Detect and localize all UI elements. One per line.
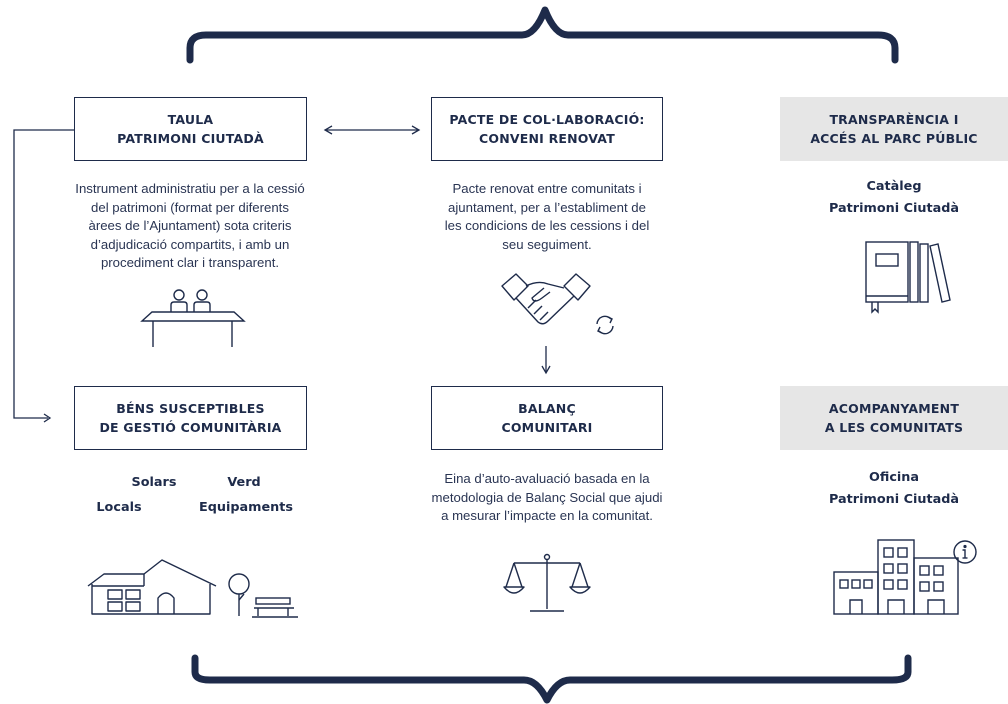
acompanyament-box: ACOMPANYAMENT A LES COMUNITATS xyxy=(780,386,1008,450)
transparencia-box: TRANSPARÈNCIA I ACCÉS AL PARC PÚBLIC xyxy=(780,97,1008,161)
handshake-icon xyxy=(501,273,591,325)
pacte-desc-line: seu seguiment. xyxy=(502,236,592,252)
bens-title-line2: DE GESTIÓ COMUNITÀRIA xyxy=(99,420,282,435)
refresh-icon xyxy=(596,315,614,335)
info-icon xyxy=(953,540,977,564)
acompanyament-title-line2: A LES COMUNITATS xyxy=(824,420,964,435)
bens-type-equipaments: Equipaments xyxy=(198,500,294,515)
oficina-line1: Oficina xyxy=(868,470,920,485)
bens-type-solars: Solars xyxy=(131,475,177,490)
pacte-desc-line: Pacte renovat entre comunitats i xyxy=(452,181,642,196)
pacte-desc-line: ajuntament, per a l’establiment de xyxy=(448,199,646,215)
taula-desc-line: àrees de l’Ajuntament) sota criteris xyxy=(88,218,292,233)
bens-type-locals: Locals xyxy=(96,500,142,515)
pacte-desc-line: les condicions de les cessions i del xyxy=(444,218,650,233)
taula-title-line2: PATRIMONI CIUTADÀ xyxy=(117,131,264,146)
balanc-desc-line: metodologia de Balanç Social que ajudi xyxy=(431,489,663,505)
tree-icon xyxy=(228,573,250,616)
pacte-description: Pacte renovat entre comunitats i ajuntam… xyxy=(392,180,702,254)
bens-type-verd: Verd xyxy=(227,475,261,490)
taula-desc-line: procediment clar i transparent. xyxy=(100,255,280,270)
pacte-title-line2: CONVENI RENOVAT xyxy=(479,131,615,146)
house-icon xyxy=(87,559,217,615)
balanc-desc-line: a mesurar l’impacte en la comunitat. xyxy=(441,508,653,523)
oficina-label: Oficina Patrimoni Ciutadà xyxy=(800,467,988,511)
taula-description: Instrument administratiu per a la cessió… xyxy=(30,180,350,273)
balanc-title-line1: BALANÇ xyxy=(518,401,576,416)
office-building-icon xyxy=(833,539,959,615)
balanc-title-line2: COMUNITARI xyxy=(501,420,593,435)
acompanyament-title-line1: ACOMPANYAMENT xyxy=(828,401,960,416)
taula-title-line1: TAULA xyxy=(167,112,214,127)
balanc-box: BALANÇ COMUNITARI xyxy=(431,386,663,450)
taula-desc-line: Instrument administratiu per a la cessió xyxy=(75,181,305,196)
taula-desc-line: del patrimoni (format per diferents xyxy=(91,199,289,215)
bens-title-line1: BÉNS SUSCEPTIBLES xyxy=(116,401,265,416)
taula-box: TAULA PATRIMONI CIUTADÀ xyxy=(74,97,307,161)
cataleg-line2: Patrimoni Ciutadà xyxy=(829,201,959,216)
meeting-table-icon xyxy=(140,289,246,347)
pacte-title-line1: PACTE DE COL·LABORACIÓ: xyxy=(449,112,645,127)
book-catalog-icon xyxy=(865,241,951,314)
balanc-description: Eina d’auto-avaluació basada en la metod… xyxy=(382,470,712,526)
transparencia-title-line1: TRANSPARÈNCIA I xyxy=(829,112,959,127)
bench-icon xyxy=(252,597,298,618)
oficina-line2: Patrimoni Ciutadà xyxy=(829,492,959,507)
bens-box: BÉNS SUSCEPTIBLES DE GESTIÓ COMUNITÀRIA xyxy=(74,386,307,450)
transparencia-title-line2: ACCÉS AL PARC PÚBLIC xyxy=(810,131,978,146)
taula-desc-line: d’adjudicació compartits, i amb un xyxy=(90,236,290,252)
pacte-box: PACTE DE COL·LABORACIÓ: CONVENI RENOVAT xyxy=(431,97,663,161)
cataleg-line1: Catàleg xyxy=(866,179,922,194)
balance-scale-icon xyxy=(503,553,591,612)
cataleg-label: Catàleg Patrimoni Ciutadà xyxy=(800,176,988,220)
balanc-desc-line: Eina d’auto-avaluació basada en la xyxy=(444,471,650,486)
